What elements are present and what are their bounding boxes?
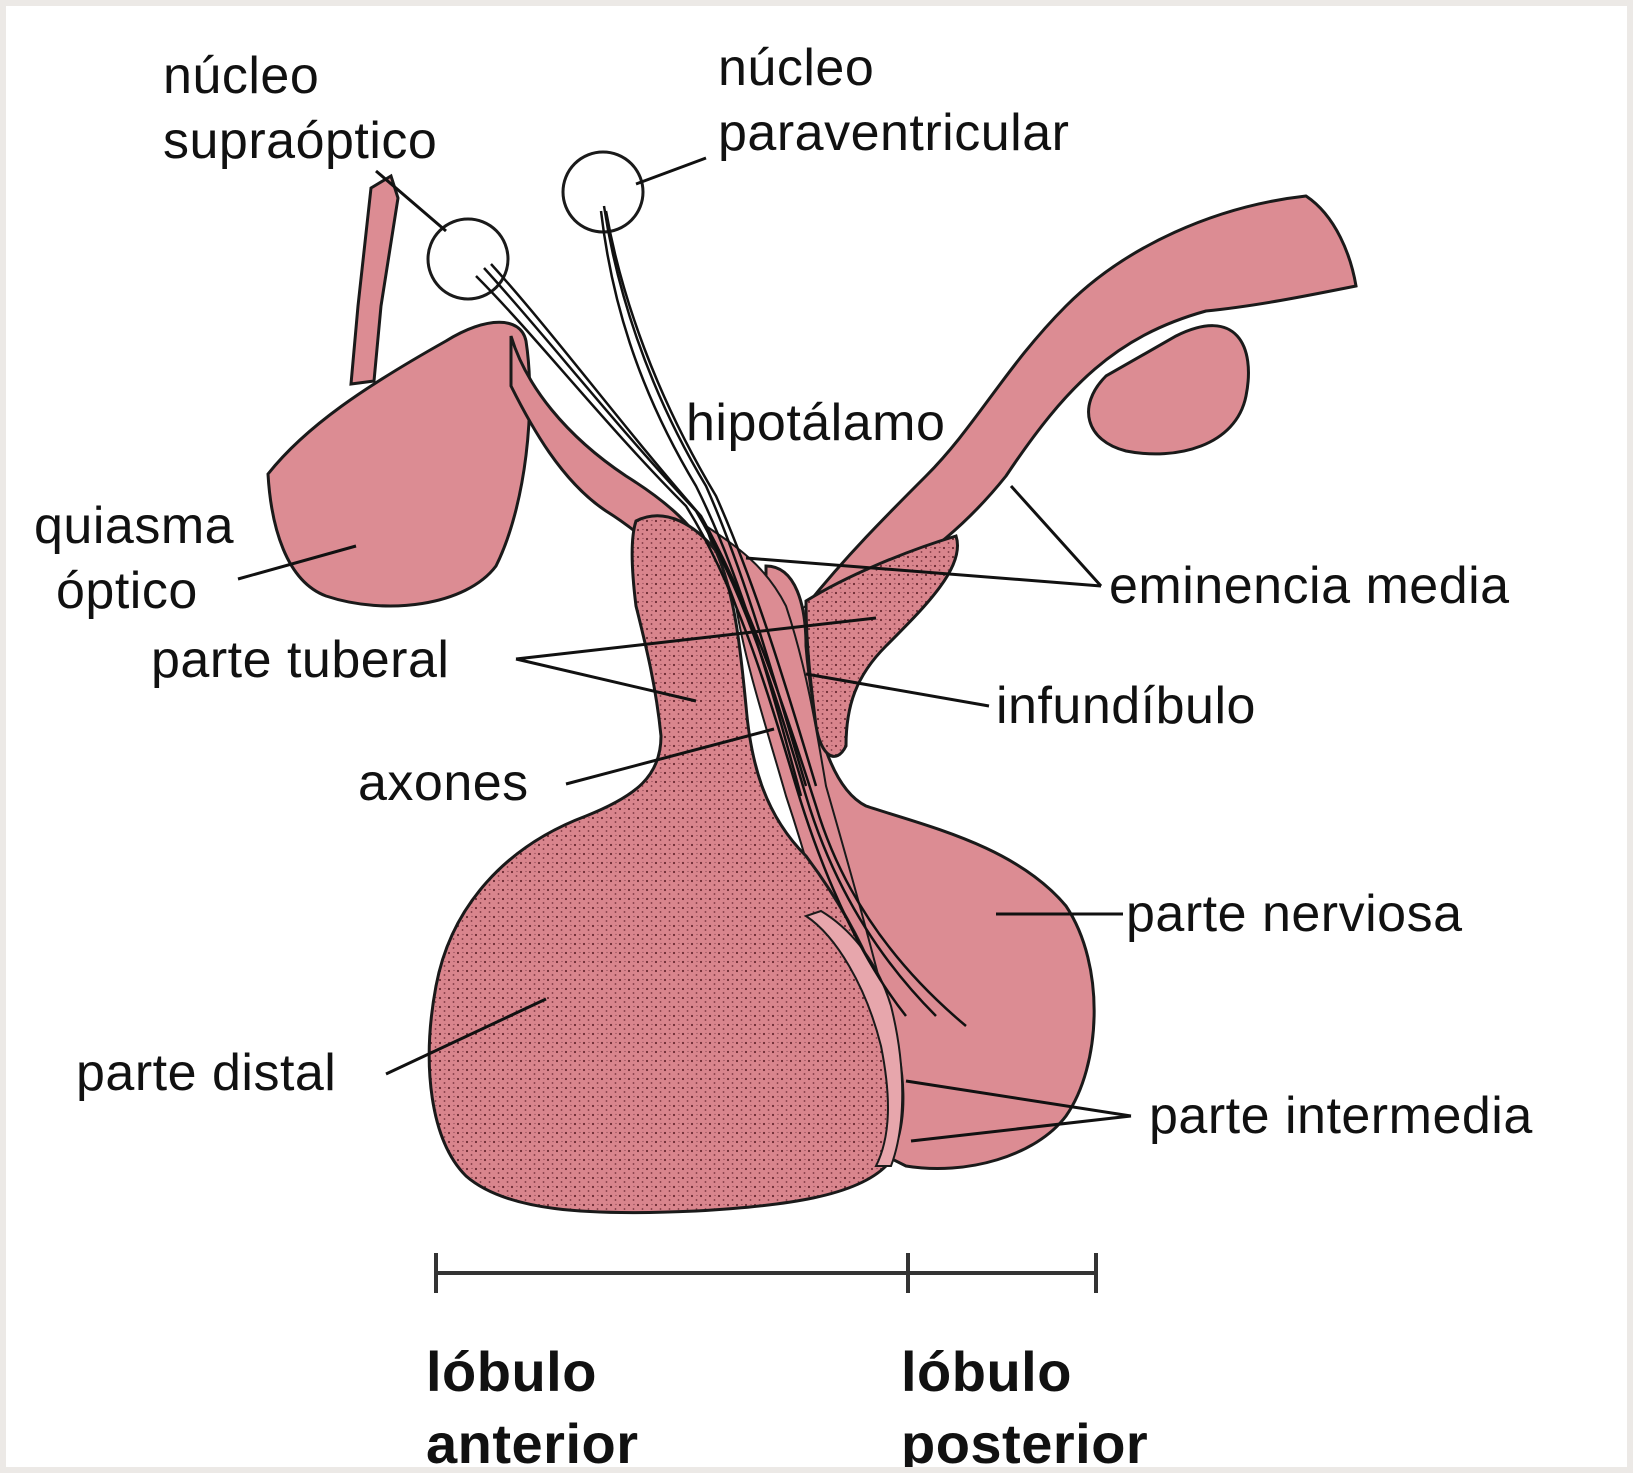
diagram-drawing (6, 6, 1633, 1473)
label-optic-chiasm-line2: óptico (34, 559, 234, 624)
label-anterior-lobe-line1: lóbulo (426, 1336, 639, 1408)
label-paraventricular-line2: paraventricular (718, 101, 1069, 166)
label-optic-chiasm-line1: quiasma (34, 494, 234, 559)
label-median-eminence: eminencia media (1109, 554, 1510, 619)
label-supraoptic-line2: supraóptico (163, 109, 437, 174)
label-anterior-lobe-line2: anterior (426, 1408, 639, 1473)
optic-chiasm-shape (268, 322, 530, 606)
label-pars-tuberalis: parte tuberal (151, 628, 449, 693)
label-pars-intermedia: parte intermedia (1149, 1084, 1533, 1149)
optic-tract-shape (351, 176, 398, 384)
label-supraoptic-nucleus: núcleo supraóptico (163, 44, 437, 174)
label-posterior-lobe: lóbulo posterior (901, 1336, 1148, 1473)
lobe-bracket (436, 1253, 1096, 1293)
label-pars-nervosa: parte nerviosa (1126, 882, 1463, 947)
label-pars-distalis: parte distal (76, 1041, 336, 1106)
label-posterior-lobe-line1: lóbulo (901, 1336, 1148, 1408)
label-axons: axones (358, 751, 529, 816)
label-optic-chiasm: quiasma óptico (34, 494, 234, 624)
label-anterior-lobe: lóbulo anterior (426, 1336, 639, 1473)
label-hypothalamus: hipotálamo (686, 391, 945, 456)
label-paraventricular-line1: núcleo (718, 36, 1069, 101)
label-supraoptic-line1: núcleo (163, 44, 437, 109)
label-infundibulum: infundíbulo (996, 674, 1256, 739)
label-paraventricular-nucleus: núcleo paraventricular (718, 36, 1069, 166)
supraoptic-nucleus-circle (428, 219, 508, 299)
label-posterior-lobe-line2: posterior (901, 1408, 1148, 1473)
